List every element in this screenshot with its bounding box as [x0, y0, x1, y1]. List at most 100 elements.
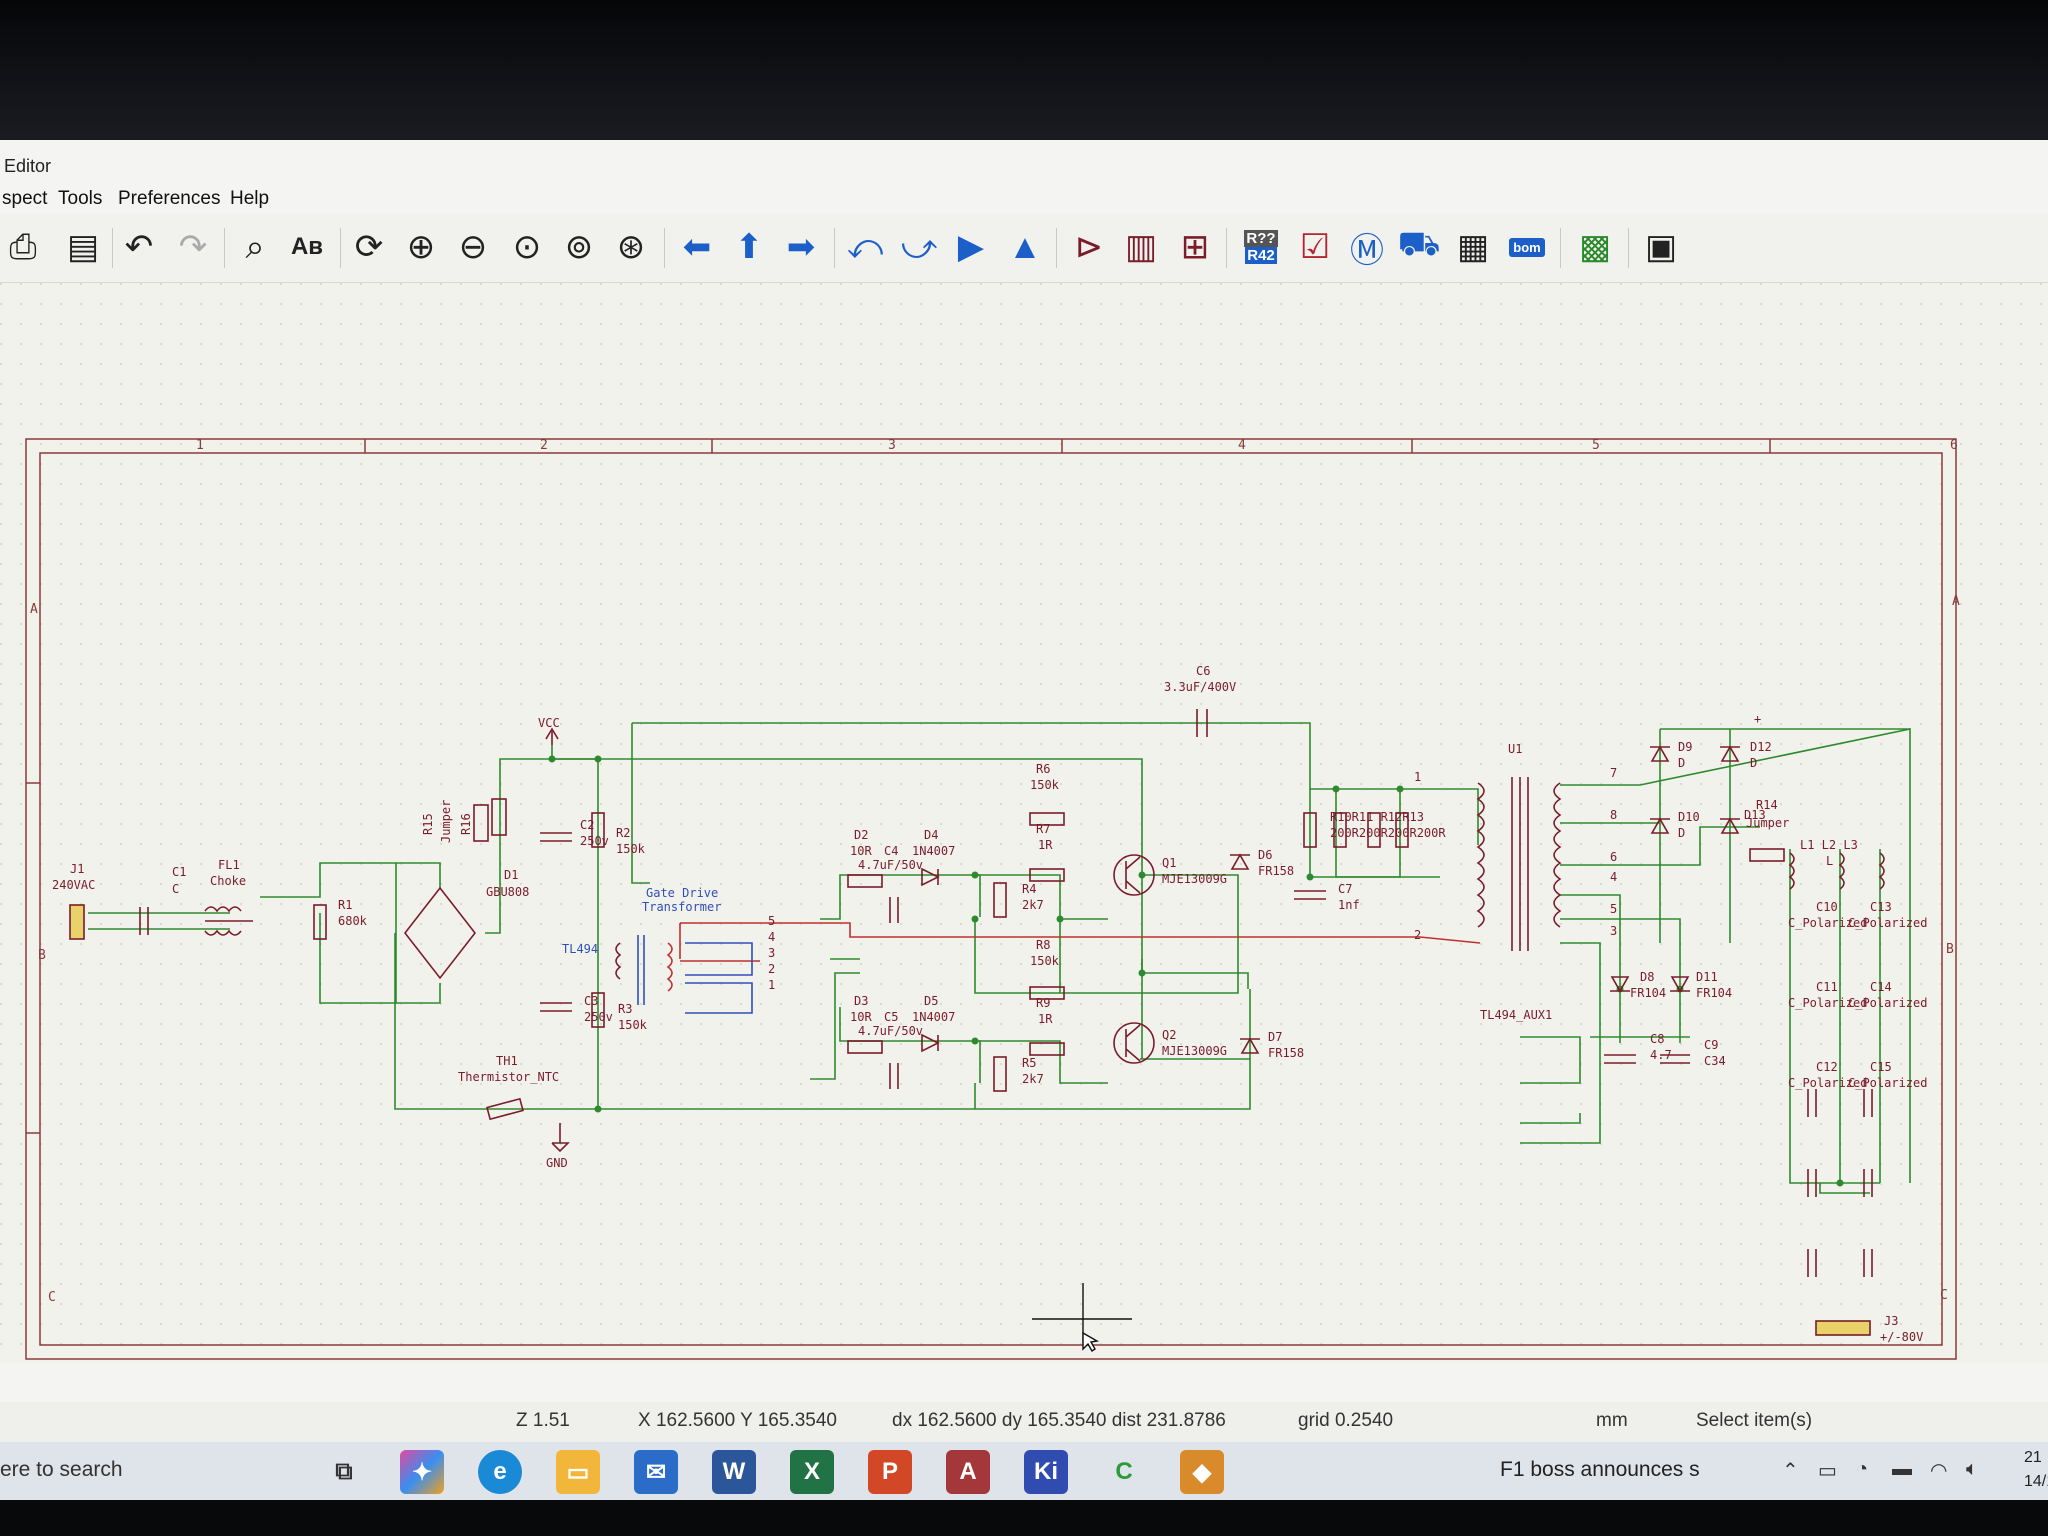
zoom-objects-icon[interactable]: ⊚: [564, 228, 594, 266]
app-cube-icon[interactable]: ◆: [1180, 1450, 1224, 1494]
diode-d9: [1650, 745, 1670, 762]
excel-icon[interactable]: X: [790, 1450, 834, 1494]
diode-d5: [921, 1033, 940, 1053]
navigate-back-icon[interactable]: ⬅: [682, 228, 712, 266]
label-c11-ref: C11: [1816, 980, 1838, 994]
label-r10-13-values: 200R200R200R200R: [1330, 826, 1446, 840]
bus-icon[interactable]: ⛟: [1397, 225, 1441, 263]
rotate-ccw-icon[interactable]: ⤺: [846, 227, 884, 266]
label-d10-ref: D10: [1678, 810, 1700, 824]
news-ticker[interactable]: F1 boss announces s: [1500, 1458, 1700, 1481]
refresh-icon[interactable]: ⟳: [354, 228, 384, 266]
label-gate-line1: Gate Drive: [646, 886, 718, 900]
mirror-v-icon[interactable]: ▲: [1008, 227, 1042, 266]
resistor-r14: [1749, 848, 1785, 862]
menu-tools[interactable]: Tools: [58, 188, 103, 209]
resistor-r3: [591, 992, 605, 1028]
schematic-svg[interactable]: 1 2 3 4 5 6 A B C A B C: [0, 283, 2048, 1363]
resistor-r7: [1029, 868, 1065, 882]
label-vcc: VCC: [538, 716, 560, 730]
tray-network-icon[interactable]: ◔: [1856, 1458, 1869, 1480]
print-icon[interactable]: ⎙: [9, 227, 37, 266]
toolbar-separator: [1628, 228, 1629, 268]
menu-preferences[interactable]: Preferences: [118, 188, 221, 209]
tray-clock[interactable]: 21 14/11: [2024, 1446, 2048, 1494]
zoom-out-icon[interactable]: ⊖: [458, 228, 488, 266]
label-c1-ref: C1: [172, 865, 186, 879]
pin-label: 3: [1610, 924, 1617, 938]
task-view-icon[interactable]: ⧉: [335, 1458, 353, 1485]
rotate-cw-icon[interactable]: ⤻: [900, 227, 938, 266]
label-r9-value: 1R: [1038, 1012, 1053, 1026]
label-l-value: L: [1826, 854, 1833, 868]
components[interactable]: [69, 709, 1885, 1336]
tray-chevron-icon[interactable]: ⌃: [1782, 1460, 1799, 1482]
table-icon[interactable]: ▦: [1456, 228, 1490, 266]
clock-date: 14/11: [2024, 1473, 2048, 1490]
label-j3-ref: J3: [1884, 1314, 1898, 1328]
label-c5-value: 4.7uF/50v: [858, 1024, 923, 1038]
bom-icon[interactable]: bom: [1504, 224, 1550, 270]
undo-icon[interactable]: ↶: [124, 228, 154, 266]
pin-label: 7: [1610, 766, 1617, 780]
annotate-bottom-label: R42: [1245, 247, 1277, 264]
zoom-in-icon[interactable]: ⊕: [406, 228, 436, 266]
pin-label: 1: [768, 978, 775, 992]
navigate-forward-icon[interactable]: ➡: [786, 228, 816, 266]
sheet-col-label: 2: [540, 438, 548, 453]
label-c15-value: C_Polarized: [1848, 1076, 1927, 1090]
zoom-fit-icon[interactable]: ⊙: [512, 228, 542, 266]
label-d4-value: 1N4007: [912, 844, 955, 858]
redo-icon[interactable]: ↷: [178, 228, 208, 266]
inductor-l3: [1878, 852, 1885, 890]
tray-wifi-icon[interactable]: ◠: [1930, 1460, 1948, 1482]
mirror-h-icon[interactable]: ▶: [957, 228, 985, 266]
label-d11-ref: D11: [1696, 970, 1718, 984]
powerpoint-icon[interactable]: P: [868, 1450, 912, 1494]
screen: Editor spect Tools Preferences Help ⎙ ▤ …: [0, 140, 2048, 1500]
menu-inspect[interactable]: spect: [2, 188, 48, 209]
kicad-icon[interactable]: Ki: [1024, 1450, 1068, 1494]
navigate-up-icon[interactable]: ⬆: [734, 228, 764, 266]
label-d5-value: 1N4007: [912, 1010, 955, 1024]
toolbar-separator: [1560, 228, 1561, 268]
label-r10-13-refs: R10R11 R12R13: [1330, 810, 1424, 824]
label-tl494: TL494: [562, 942, 598, 956]
find-icon[interactable]: ⌕: [245, 227, 265, 266]
label-c8-ref: C8: [1650, 1032, 1664, 1046]
schematic-canvas[interactable]: 1 2 3 4 5 6 A B C A B C: [0, 283, 2048, 1363]
footprint-assign-icon[interactable]: ⊞: [1180, 228, 1210, 266]
transformer-u1-secondary: [1553, 782, 1562, 928]
simulator-icon[interactable]: Ⓜ: [1350, 231, 1384, 270]
label-c12-ref: C12: [1816, 1060, 1838, 1074]
label-c9-ref: C9: [1704, 1038, 1718, 1052]
file-explorer-icon[interactable]: ▭: [556, 1450, 600, 1494]
find-replace-icon[interactable]: Aʙ: [290, 233, 324, 260]
copilot-icon[interactable]: ✦: [400, 1450, 444, 1494]
erc-icon[interactable]: ☑: [1299, 228, 1331, 266]
tray-display-icon[interactable]: ▭: [1818, 1460, 1837, 1482]
annotate-icon[interactable]: R?? R42: [1238, 224, 1284, 270]
status-units: mm: [1596, 1410, 1628, 1431]
edge-icon[interactable]: e: [478, 1450, 522, 1494]
symbol-editor-icon[interactable]: ⊳: [1074, 228, 1104, 266]
blue-wires: [685, 942, 753, 1014]
access-icon[interactable]: A: [946, 1450, 990, 1494]
resistor-d3: [847, 1040, 883, 1054]
library-browser-icon[interactable]: ▥: [1124, 228, 1158, 266]
word-icon[interactable]: W: [712, 1450, 756, 1494]
zoom-selection-icon[interactable]: ⊛: [616, 228, 646, 266]
sheet-labels: 1 2 3 4 5 6 A B C A B C: [30, 438, 1960, 1305]
menu-help[interactable]: Help: [230, 188, 270, 209]
tray-volume-icon[interactable]: 🔈︎: [1966, 1458, 1978, 1480]
status-cursor-position: X 162.5600 Y 165.3540: [638, 1410, 837, 1431]
ccleaner-icon[interactable]: C: [1115, 1458, 1133, 1485]
paste-icon[interactable]: ▤: [66, 228, 100, 266]
scripting-icon[interactable]: ▣: [1644, 228, 1678, 266]
taskbar-search[interactable]: ere to search: [0, 1458, 123, 1481]
tray-battery-icon[interactable]: ▬: [1892, 1458, 1912, 1480]
label-r3-value: 150k: [618, 1018, 648, 1032]
label-c1-value: C: [172, 882, 179, 896]
pcb-icon[interactable]: ▩: [1578, 228, 1612, 266]
mail-icon[interactable]: ✉: [634, 1450, 678, 1494]
